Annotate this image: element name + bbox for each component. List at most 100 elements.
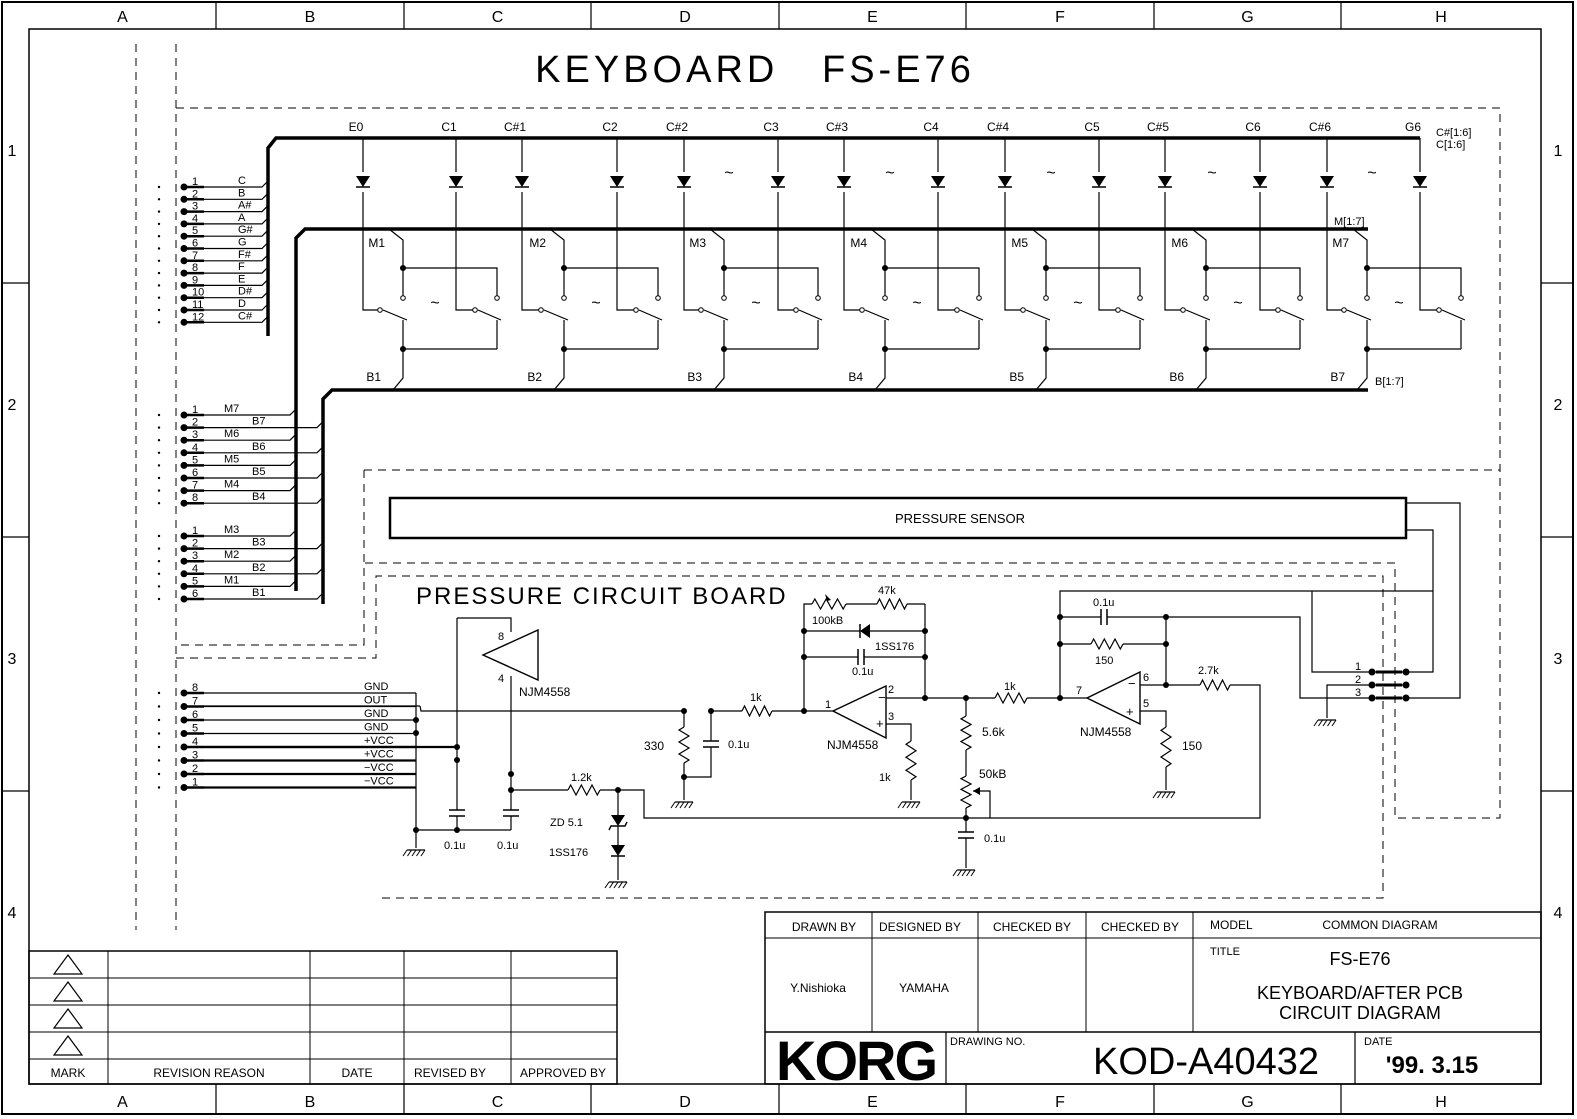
connector-wire xyxy=(204,291,269,299)
connector-end xyxy=(157,502,161,505)
wire xyxy=(1140,710,1167,727)
connector-wire xyxy=(204,433,297,441)
switch-wire xyxy=(937,192,957,311)
wire xyxy=(1059,590,1433,698)
switch-contact xyxy=(1180,307,1186,313)
switch-contact xyxy=(538,307,544,313)
pot-arrow xyxy=(825,594,831,601)
resistor xyxy=(994,691,1028,705)
signal-label: D# xyxy=(238,286,253,298)
tilde: ~ xyxy=(724,165,733,182)
switch-wire xyxy=(362,192,380,311)
switch-contact xyxy=(1137,295,1143,301)
connector-end xyxy=(157,786,161,789)
note-label: C#4 xyxy=(987,120,1009,134)
switch-contact xyxy=(377,307,383,313)
b-tap xyxy=(392,349,404,391)
title-line: KEYBOARD/AFTER PCB xyxy=(1257,983,1463,1003)
col-header-date: DATE xyxy=(341,1066,372,1080)
signal-label: C# xyxy=(238,310,253,322)
switch-contact xyxy=(698,307,704,313)
ground-symbol xyxy=(688,801,694,809)
signal-label: B1 xyxy=(252,587,265,599)
cap-label: 0.1u xyxy=(497,840,518,852)
revision-mark-triangle xyxy=(52,953,84,975)
switch-wire xyxy=(403,267,498,296)
ground-symbol xyxy=(970,869,976,877)
connector-wire xyxy=(204,192,269,200)
signal-label: M3 xyxy=(224,524,239,536)
connector-wire xyxy=(204,579,297,588)
switch-contact xyxy=(976,295,982,301)
connector-wire xyxy=(204,496,324,504)
m-label: M2 xyxy=(529,236,546,250)
wire xyxy=(1406,502,1461,699)
resistor-label: 330 xyxy=(644,739,664,753)
tilde: ~ xyxy=(1046,165,1055,182)
switch-arm xyxy=(1441,309,1466,321)
connector-end xyxy=(157,745,161,749)
checked-by-label: CHECKED BY xyxy=(993,920,1071,934)
wire xyxy=(684,747,712,778)
connector-wire xyxy=(204,554,297,562)
connector-end xyxy=(157,185,161,189)
diode-label: 1SS176 xyxy=(549,847,588,859)
switch-arm xyxy=(638,309,663,321)
switch-contact xyxy=(472,307,478,313)
pin-number: 11 xyxy=(192,299,203,311)
tilde: ~ xyxy=(1394,295,1403,312)
connector-wire xyxy=(204,266,269,274)
ground-symbol xyxy=(1170,791,1176,799)
m-label: M7 xyxy=(1332,236,1349,250)
pin-number: 5 xyxy=(192,225,198,237)
bus-m-label: M[1:7] xyxy=(1334,216,1365,228)
switch-contact xyxy=(1115,307,1121,313)
tilde: ~ xyxy=(1073,295,1082,312)
row-label: 4 xyxy=(8,905,17,922)
column-label: F xyxy=(1055,9,1065,26)
tilde: ~ xyxy=(591,295,600,312)
signal-label: +VCC xyxy=(364,735,394,747)
m-tap xyxy=(388,228,404,268)
connector-end xyxy=(157,321,161,324)
signal-label: M1 xyxy=(224,574,239,586)
pin-number: 9 xyxy=(192,274,198,286)
opamp-sign: + xyxy=(1126,704,1134,719)
diode-symbol xyxy=(837,176,851,187)
b-tap xyxy=(553,349,565,391)
pin-number: 1 xyxy=(192,525,198,537)
connector-wire xyxy=(204,254,269,262)
switch-wire xyxy=(564,267,659,296)
pin-number: 7 xyxy=(192,480,198,492)
pin-number: 3 xyxy=(192,550,198,562)
pin-number: 1 xyxy=(825,699,831,711)
diode-symbol xyxy=(1092,176,1106,187)
m-tap xyxy=(1191,228,1207,268)
junction-dot xyxy=(508,771,514,777)
resistor xyxy=(876,597,908,611)
switch-contact xyxy=(793,307,799,313)
switch-arm xyxy=(864,309,890,321)
ground-symbol xyxy=(1318,719,1323,727)
connector-wire xyxy=(204,567,324,575)
signal-label: E xyxy=(238,273,245,285)
switch-contact xyxy=(1297,295,1303,301)
b-tap xyxy=(1195,349,1207,391)
row-label: 2 xyxy=(1554,397,1563,414)
pin-number: 2 xyxy=(888,684,894,696)
signal-label: A# xyxy=(238,200,252,212)
opamp-2 xyxy=(1085,670,1141,726)
designed-by-value: YAMAHA xyxy=(899,981,949,995)
m-label: M5 xyxy=(1011,236,1028,250)
signal-label: M2 xyxy=(224,549,239,561)
model-label: MODEL xyxy=(1210,918,1253,932)
pot-label: 50kB xyxy=(979,767,1006,781)
connector-end xyxy=(157,705,161,708)
resistor-label: 1k xyxy=(750,692,762,704)
col-header-revised: REVISED BY xyxy=(414,1066,486,1080)
pin-number: 2 xyxy=(192,188,198,200)
